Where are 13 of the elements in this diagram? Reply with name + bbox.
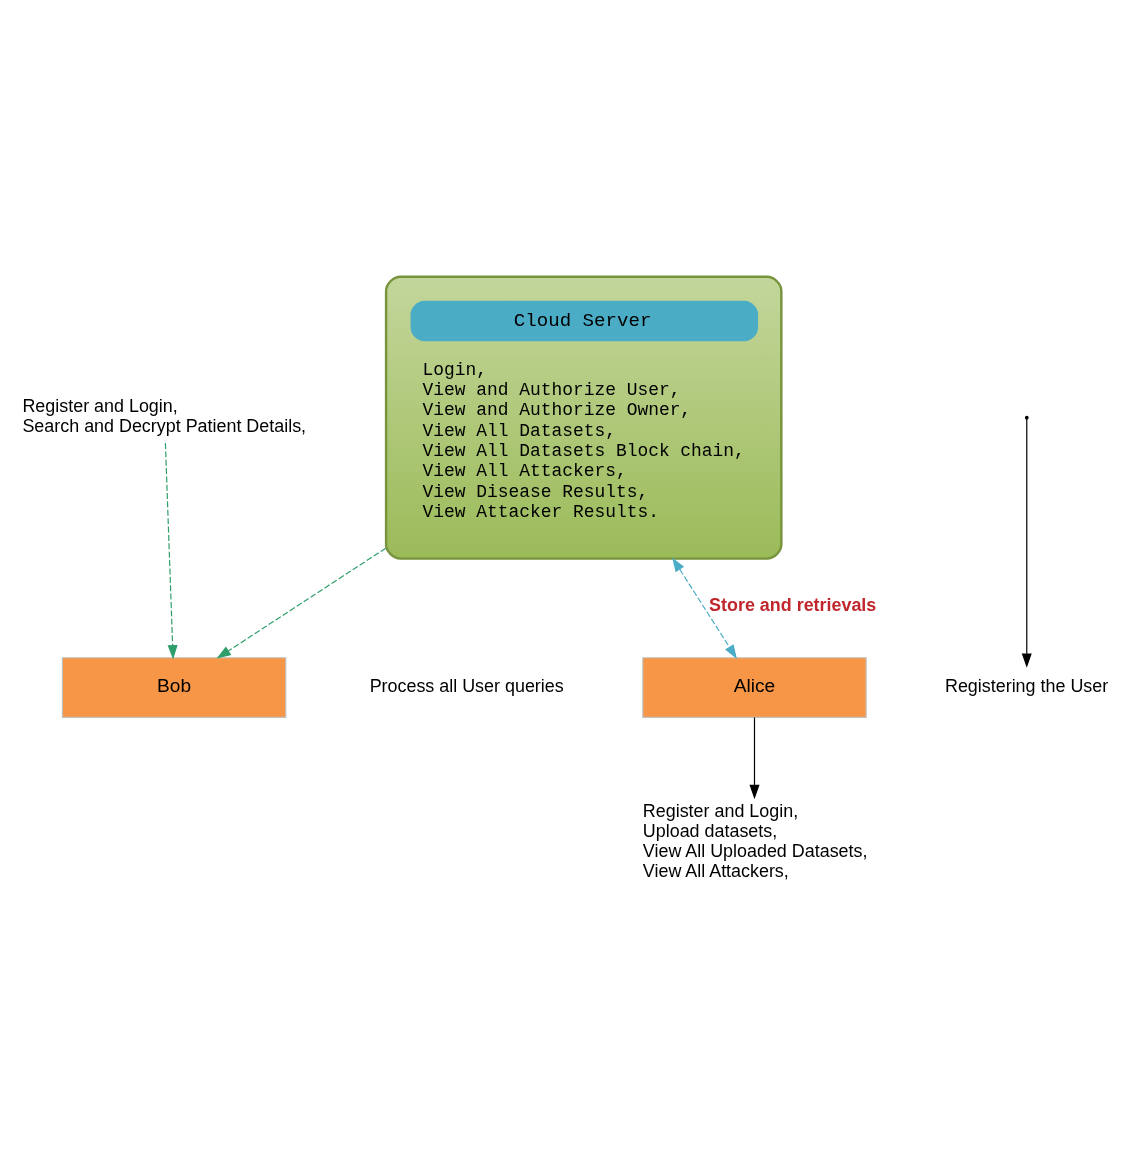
node-text: Register and Login, Upload datasets, View All Uploaded Datasets, View All Attackers, (642, 800, 868, 882)
arrow (672, 557, 737, 659)
arrow (216, 547, 387, 659)
arrow (164, 442, 178, 660)
node-box: Cloud Server Login, View and Authorize User, View and Authorize Owner, View All Datasets, View All Datasets Block chain, View All Attackers, View Disease Results, View Attacker Results. (384, 275, 783, 560)
edge-label: Store and retrievals (709, 595, 877, 616)
arrow (749, 716, 760, 800)
node-box: Alice (642, 657, 867, 719)
node-text: Register and Login, Search and Decrypt Patient Details, (22, 395, 307, 437)
node-text: Registering the User (944, 675, 1109, 696)
arrow (1021, 418, 1032, 668)
label: Process all User queries (369, 675, 564, 696)
node-box: Bob (61, 657, 287, 719)
